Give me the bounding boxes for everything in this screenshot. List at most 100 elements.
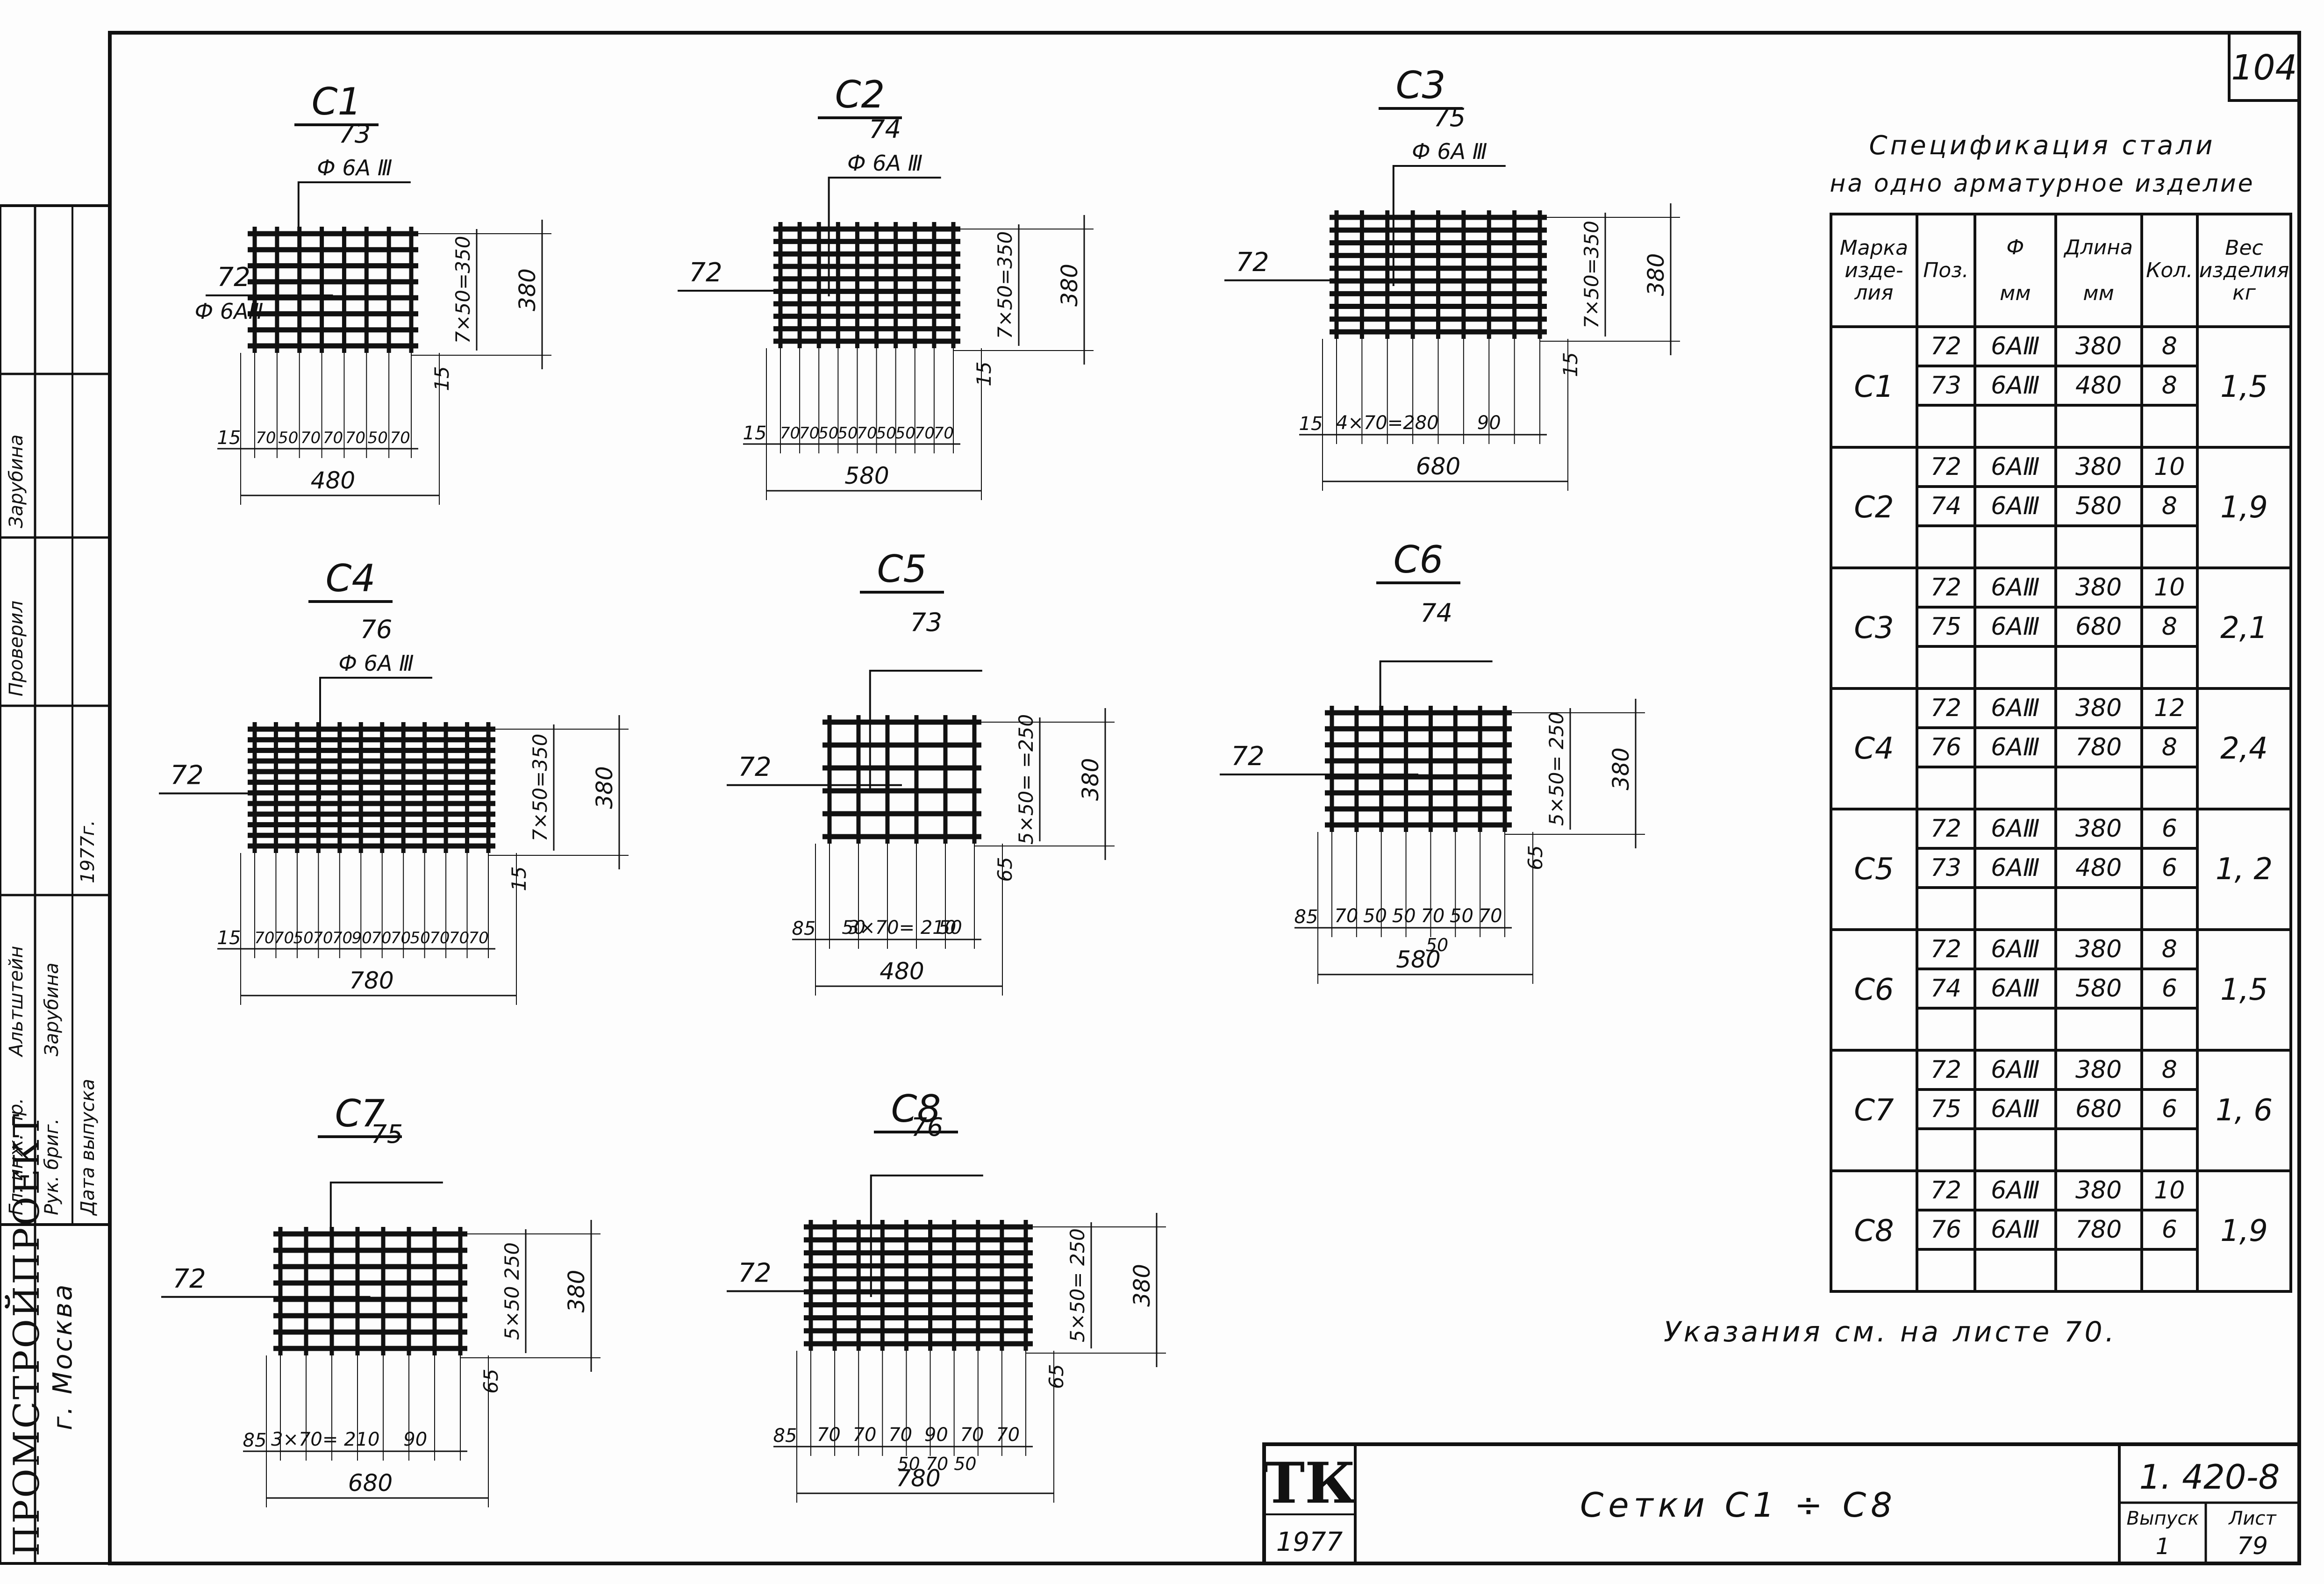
h-spacing-dim: 50	[842, 917, 865, 939]
trans-bar-pos: 74	[1420, 598, 1452, 628]
spec-weight: 1, 6	[2196, 1049, 2292, 1172]
spec-qty: 6	[2140, 1209, 2199, 1251]
h-spacing-dim: 4×70=280	[1336, 412, 1439, 434]
v-spacing-dim: 5×50= 250	[1066, 1228, 1089, 1342]
spec-mark: С5	[1830, 808, 1918, 931]
stamp-checked-name: Зарубина	[6, 434, 27, 528]
trans-bar-pos: 74	[869, 115, 901, 144]
spec-empty-cell	[2054, 404, 2143, 449]
spec-dia: 6АⅢ	[1974, 726, 2057, 768]
h-spacing-dim: 70	[300, 429, 321, 447]
spec-mark: С2	[1830, 446, 1918, 569]
stamp-checked-label: Проверил	[6, 600, 27, 696]
sheet-number: 104	[2231, 48, 2297, 88]
spec-length: 680	[2054, 1088, 2143, 1130]
h-width-dim: 580	[844, 462, 889, 489]
spec-mark: С1	[1830, 325, 1918, 449]
v-end-dim: 15	[1559, 352, 1582, 377]
trans-bar-leader	[329, 1182, 443, 1303]
header-length-text: Длина	[2064, 235, 2133, 259]
spec-length: 380	[2054, 1049, 2143, 1091]
spec-empty-cell	[2140, 887, 2199, 931]
spec-length: 380	[2054, 928, 2143, 970]
h-spacing-dim: 70	[915, 424, 935, 443]
spec-weight: 1,9	[2196, 1169, 2292, 1293]
issue-label: Выпуск	[2127, 1508, 2199, 1529]
spec-dia: 6АⅢ	[1974, 485, 2057, 527]
v-total-dim: 380	[592, 766, 618, 809]
h-spacing-dim: 70	[345, 429, 365, 447]
trans-bar-leader	[297, 181, 411, 301]
v-end-dim: 15	[973, 361, 995, 386]
v-spacing-dim: 5×50= =250	[1015, 714, 1037, 845]
trans-bar-dia: Ф 6А Ⅲ	[1412, 139, 1487, 164]
v-total-dim: 380	[1078, 758, 1104, 801]
spec-length: 680	[2054, 606, 2143, 648]
h-spacing-dim: 50	[1363, 905, 1387, 927]
spec-pos: 72	[1915, 566, 1977, 609]
series-code: 1. 420-8	[2139, 1457, 2280, 1497]
spec-pos: 73	[1915, 365, 1977, 407]
spec-length: 380	[2054, 808, 2143, 850]
spec-length: 380	[2054, 446, 2143, 488]
mesh-label: С3	[1396, 64, 1446, 107]
v-end-dim: 65	[479, 1369, 502, 1393]
trans-bar-leader	[870, 1175, 983, 1297]
spec-qty: 8	[2140, 365, 2199, 407]
spec-dia: 6АⅢ	[1974, 847, 2057, 889]
v-spacing-dim: 7×50=350	[994, 231, 1016, 339]
spec-pos: 76	[1915, 1209, 1977, 1251]
h-width-dim: 680	[348, 1469, 393, 1497]
trans-bar-leader	[319, 677, 432, 799]
spec-empty-cell	[2054, 645, 2143, 690]
spec-weight: 2,4	[2196, 687, 2292, 810]
h-width-dim: 480	[311, 467, 355, 494]
h-start-dim: 15	[1299, 413, 1323, 435]
h-start-dim: 15	[743, 423, 767, 444]
spec-dia: 6АⅢ	[1974, 325, 2057, 367]
org-city: г. Москва	[48, 1283, 78, 1430]
issue-number: 1	[2156, 1534, 2170, 1560]
h-spacing-dim: 90	[924, 1424, 948, 1446]
spec-pos: 72	[1915, 1169, 1977, 1211]
spec-empty-cell	[2054, 887, 2143, 931]
h-spacing-dim: 3×70= 210	[271, 1429, 379, 1450]
spec-empty-cell	[2140, 1248, 2199, 1293]
spec-empty-cell	[1915, 766, 1977, 810]
title-block: ТК 1977 Сетки С1 ÷ С8 1. 420-8 Выпуск 1 …	[1262, 1442, 2301, 1565]
spec-title-line2: на одно арматурное изделие	[1830, 170, 2254, 198]
stamp-role-1: Гл. инж. пр.	[6, 1097, 27, 1215]
spec-empty-cell	[2054, 766, 2143, 810]
spec-qty: 8	[2140, 928, 2199, 970]
h-spacing-dim: 70	[391, 929, 411, 947]
trans-bar-dia: Ф 6А Ⅲ	[338, 651, 414, 676]
spec-mark: С4	[1830, 687, 1918, 810]
mesh-label: С6	[1394, 538, 1444, 581]
spec-empty-cell	[1974, 766, 2057, 810]
spec-qty: 10	[2140, 446, 2199, 488]
spec-qty: 8	[2140, 325, 2199, 367]
h-extra-dim: 50	[1426, 935, 1448, 955]
spec-empty-cell	[1974, 404, 2057, 449]
spec-dia: 6АⅢ	[1974, 1088, 2057, 1130]
h-width-dim: 480	[880, 958, 924, 985]
spec-dia: 6АⅢ	[1974, 928, 2057, 970]
h-spacing-dim: 70	[429, 929, 450, 947]
spec-empty-cell	[1974, 887, 2057, 931]
h-spacing-dim: 70	[256, 429, 276, 447]
header-weight-text: Вес изделия	[2199, 236, 2289, 282]
spec-qty: 12	[2140, 687, 2199, 729]
h-spacing-dim: 90	[403, 1429, 427, 1450]
sheet-label: Лист	[2228, 1508, 2277, 1529]
trans-bar-pos: 73	[338, 119, 371, 149]
trans-bar-leader	[869, 670, 982, 791]
trans-bar-leader	[828, 177, 941, 296]
h-spacing-dim: 3×70= 210	[848, 917, 956, 939]
h-spacing-dim: 70	[332, 929, 352, 947]
